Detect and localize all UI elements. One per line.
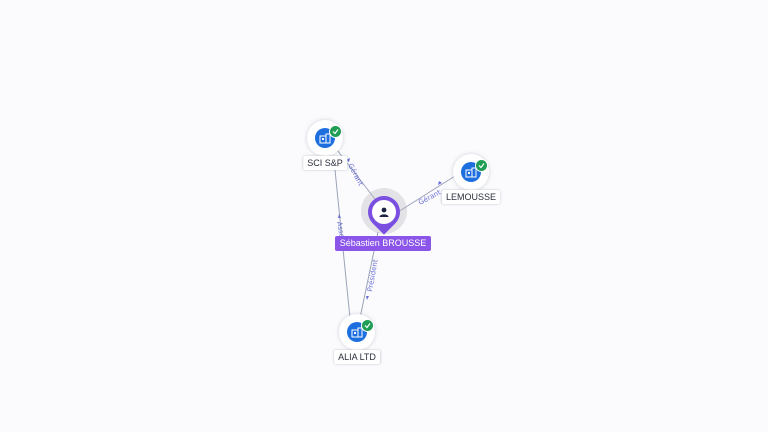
company-label: SCI S&P xyxy=(303,156,347,170)
person-node[interactable]: Sébastien BROUSSE xyxy=(335,188,433,254)
company-label: ALIA LTD xyxy=(334,350,380,364)
edge-arrow-person-alia xyxy=(366,296,369,300)
company-node-sci[interactable]: SCI S&P xyxy=(290,120,360,180)
company-label: LEMOUSSE xyxy=(441,190,501,204)
company-node-lemousse[interactable]: LEMOUSSE xyxy=(436,154,506,214)
edge-person-sci xyxy=(333,145,379,204)
check-icon xyxy=(329,125,342,138)
edge-arrow-person-lemousse xyxy=(438,181,442,185)
person-label: Sébastien BROUSSE xyxy=(335,236,431,251)
person-icon xyxy=(372,200,396,224)
edge-label-person-alia: Président xyxy=(366,259,380,293)
edge-arrow-person-sci xyxy=(346,158,350,162)
check-icon xyxy=(361,319,374,332)
edge-person-lemousse xyxy=(397,175,456,213)
edge-arrow-alia-sci xyxy=(338,214,341,218)
check-icon xyxy=(475,159,488,172)
company-node-alia[interactable]: ALIA LTD xyxy=(322,314,392,374)
